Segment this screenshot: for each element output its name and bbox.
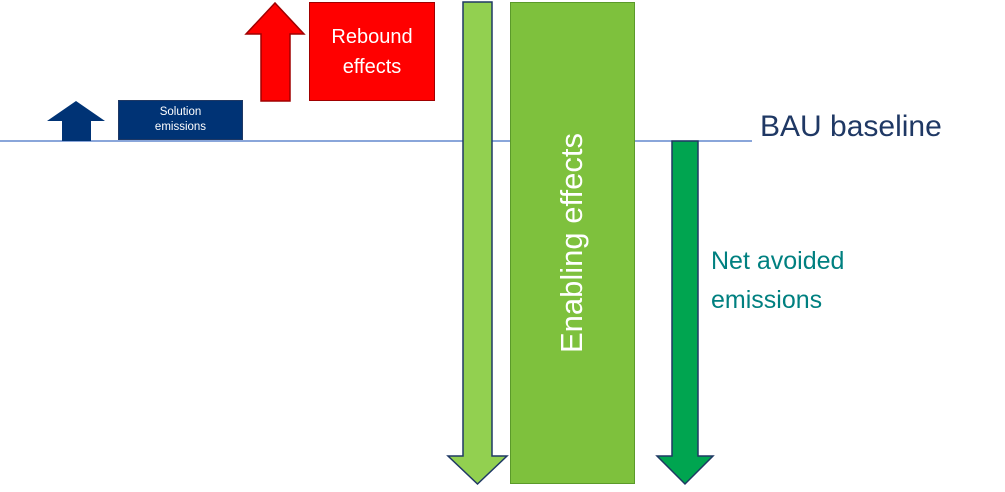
enabling-effects-down-arrow [446, 1, 509, 486]
rebound-effects-box: Rebound effects [309, 2, 435, 101]
solution-emissions-label: Solution emissions [154, 106, 207, 133]
rebound-effects-label: Rebound effects [331, 25, 413, 78]
net-avoided-emissions-down-arrow [655, 140, 715, 486]
net-avoided-emissions-label: Net avoided emissions [711, 247, 845, 314]
solution-emissions-up-arrow [47, 101, 105, 141]
solution-emissions-box: Solution emissions [118, 100, 243, 140]
enabling-effects-label: Enabling effects [554, 132, 590, 354]
rebound-effects-up-arrow [244, 1, 306, 102]
bau-baseline-label: BAU baseline [760, 110, 942, 143]
enabling-effects-box: Enabling effects [510, 2, 635, 484]
